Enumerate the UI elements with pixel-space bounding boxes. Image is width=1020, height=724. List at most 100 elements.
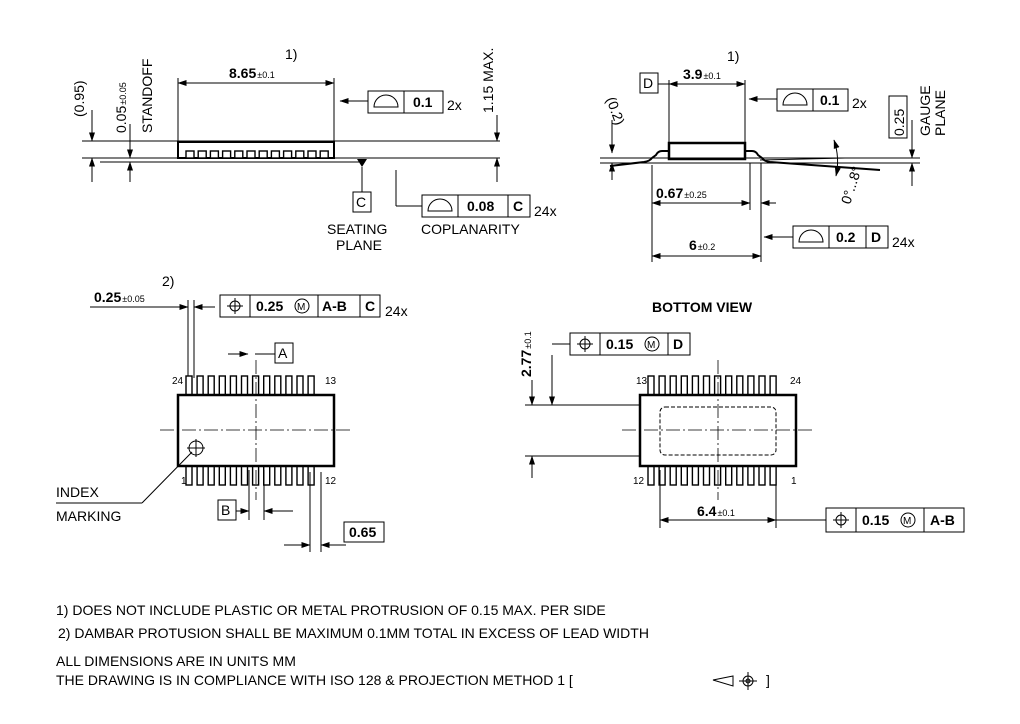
bottom-position-value: 0.15	[606, 336, 633, 352]
lead	[263, 375, 271, 397]
top-position-mult: 24x	[385, 303, 408, 319]
lead-width-dim: 0.25±0.05	[94, 289, 145, 305]
side-ref-height: (0.95)	[71, 80, 87, 117]
top-pin-12: 12	[325, 476, 337, 487]
lead	[209, 150, 220, 159]
lead	[185, 375, 193, 397]
lead	[758, 464, 766, 486]
bottom-pin-12: 12	[633, 476, 645, 487]
position-icon	[227, 298, 243, 314]
coplanarity-mult: 24x	[534, 203, 557, 219]
coplanarity-value: 0.08	[467, 198, 494, 214]
lead	[296, 375, 304, 397]
lead	[736, 375, 744, 397]
note-1: 1) DOES NOT INCLUDE PLASTIC OR METAL PRO…	[56, 602, 606, 618]
lead	[274, 375, 282, 397]
lead	[240, 375, 249, 397]
top-position-datums: A-B	[322, 298, 347, 314]
end-view-body	[667, 141, 747, 161]
mmc-icon	[900, 512, 916, 528]
gauge-value: 0.25	[891, 109, 907, 136]
lead	[240, 464, 249, 486]
top-pin-24: 24	[172, 376, 184, 387]
bottom-view-title: BOTTOM VIEW	[652, 299, 753, 315]
lead	[246, 150, 256, 159]
lead	[307, 150, 317, 159]
top-position-modifier: M	[297, 302, 305, 313]
mmc-icon	[644, 336, 660, 352]
lead	[196, 375, 204, 397]
units-note: ALL DIMENSIONS ARE IN UNITS MM	[56, 653, 296, 669]
coplanarity-frame: 0.08 C	[421, 194, 531, 218]
lead	[270, 150, 281, 159]
lead	[691, 464, 700, 486]
lead	[669, 464, 677, 486]
lead	[758, 375, 766, 397]
lead	[307, 464, 315, 486]
side-datum-c: C	[356, 194, 366, 210]
end-ref-dim: (0.2)	[603, 95, 628, 128]
coplanarity-label: COPLANARITY	[421, 221, 520, 237]
lead	[274, 464, 282, 486]
side-standoff-label: STANDOFF	[139, 59, 155, 133]
side-view-leads	[185, 150, 329, 159]
side-view-package-body	[177, 141, 335, 159]
end-profile-mult: 24x	[892, 234, 915, 250]
top-view: 2) 0.25±0.05 0.25 M A-B C 24x	[56, 273, 408, 552]
lead	[285, 464, 293, 486]
lead	[647, 464, 655, 486]
profile-icon	[427, 198, 453, 212]
top-pin-1: 1	[181, 476, 187, 487]
end-view-right-lead	[745, 150, 881, 171]
end-profile-datum: D	[871, 229, 881, 245]
seating-plane-label-1: SEATING	[327, 221, 387, 237]
side-note-ref: 1)	[285, 46, 297, 62]
lead	[296, 464, 304, 486]
seating-plane-label-2: PLANE	[336, 237, 382, 253]
lead	[691, 375, 700, 397]
lead	[647, 375, 655, 397]
bottom-position2-datums: A-B	[930, 512, 955, 528]
lead	[680, 464, 688, 486]
compliance-note: THE DRAWING IS IN COMPLIANCE WITH ISO 12…	[56, 672, 573, 688]
lead	[282, 150, 293, 159]
bottom-position-frame: 0.15 M D	[569, 332, 691, 356]
profile-icon	[798, 229, 824, 243]
end-profile-frame: 0.2 D	[792, 225, 889, 249]
pitch-dim: 0.65	[349, 524, 376, 540]
lead	[702, 464, 711, 486]
lead	[769, 375, 777, 397]
bottom-pin-24: 24	[790, 376, 802, 387]
profile-icon	[782, 92, 808, 106]
lead	[769, 464, 777, 486]
lead	[221, 150, 232, 159]
lead	[285, 375, 293, 397]
lead	[747, 375, 755, 397]
end-width-dim: 3.9±0.1	[683, 66, 721, 82]
projection-method-icon	[712, 672, 757, 690]
lead-angle: 0°...8°	[838, 164, 865, 206]
lead	[263, 464, 271, 486]
bottom-position-modifier: M	[647, 340, 655, 351]
lead	[702, 375, 711, 397]
lead	[218, 464, 227, 486]
side-view: (0.95) 0.05±0.05 STANDOFF 1) 8.65±0.1 0.…	[71, 46, 557, 253]
top-position-value: 0.25	[256, 298, 283, 314]
lead	[319, 150, 329, 159]
lead	[747, 464, 755, 486]
lead	[197, 150, 207, 159]
top-position-frame: 0.25 M A-B C	[219, 294, 381, 318]
overall-width-dim: 6±0.2	[689, 237, 715, 253]
datum-triangle-icon	[357, 159, 367, 167]
position-icon	[833, 512, 849, 528]
bottom-view: BOTTOM VIEW 2.77±0.1 0.15 M D	[518, 299, 965, 533]
side-flatness-mult: 2x	[447, 97, 462, 113]
lead	[258, 150, 268, 159]
bottom-position-datum: D	[673, 336, 683, 352]
coplanarity-datum: C	[513, 198, 523, 214]
top-position-datum-c: C	[365, 298, 375, 314]
end-profile-value: 0.2	[836, 229, 856, 245]
drawing-notes: 1) DOES NOT INCLUDE PLASTIC OR METAL PRO…	[56, 602, 770, 690]
side-length-dim: 8.65±0.1	[229, 65, 275, 81]
end-flatness-mult: 2x	[852, 95, 867, 111]
